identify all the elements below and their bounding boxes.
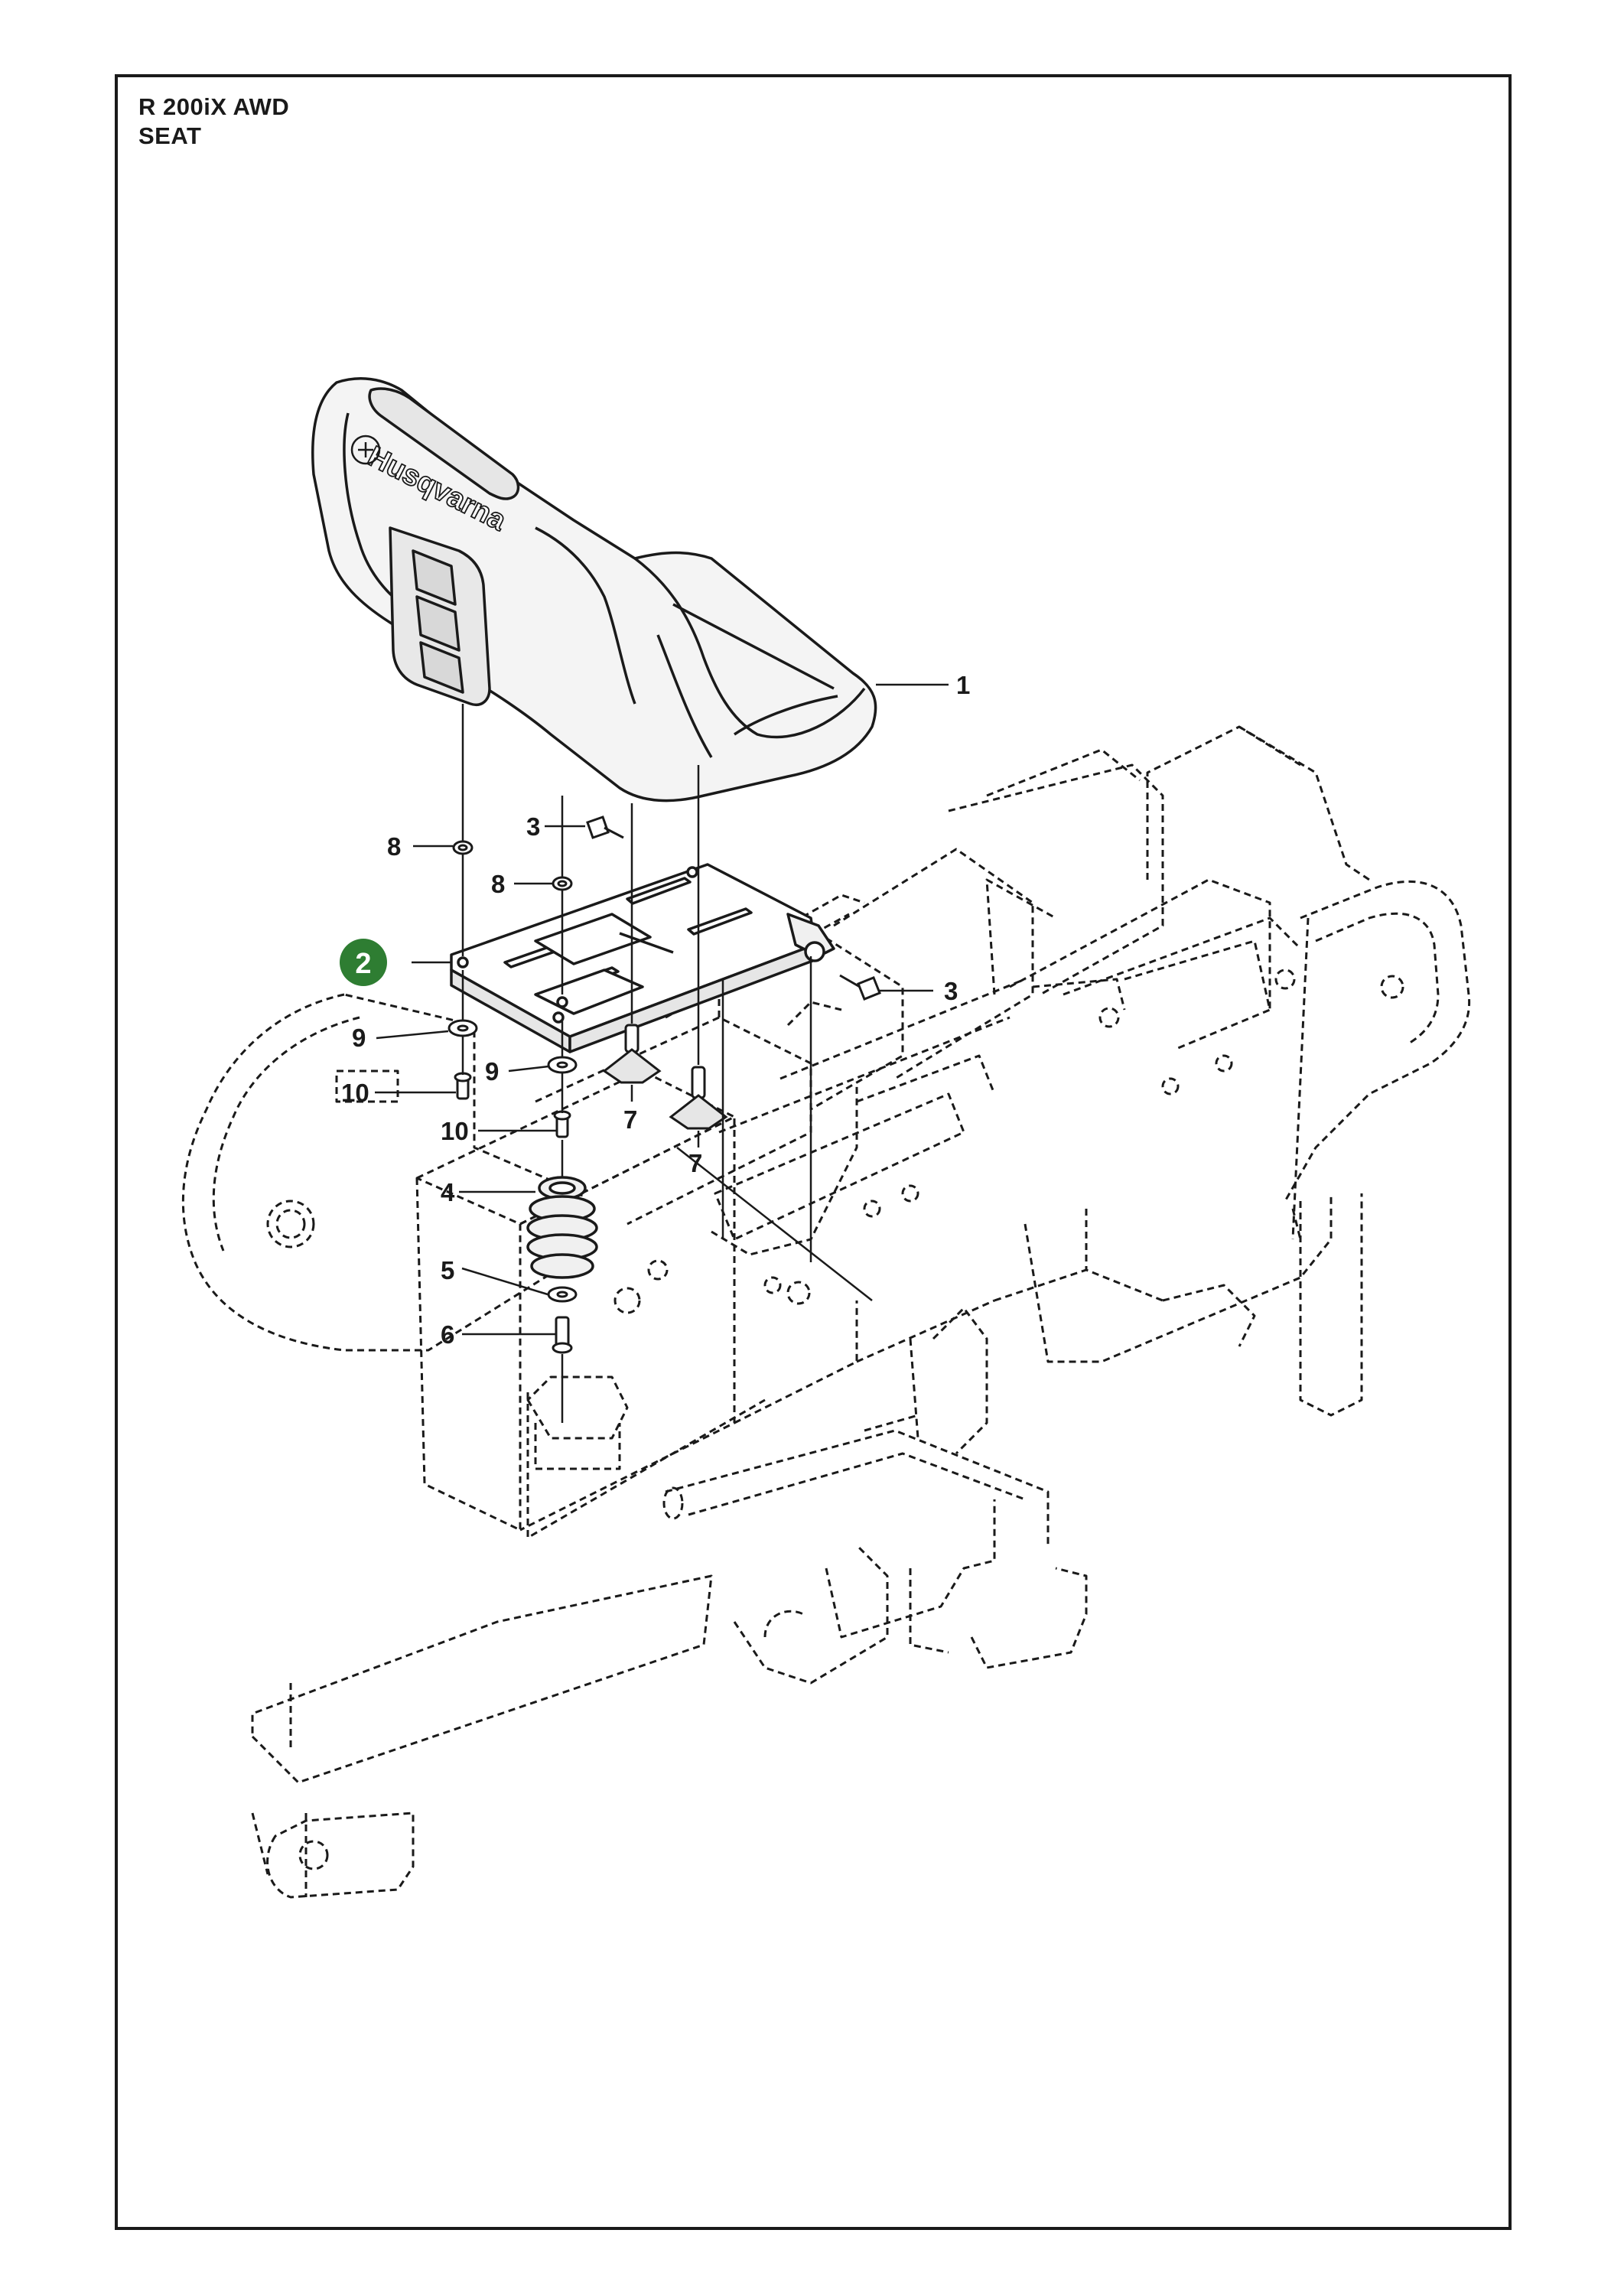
callout-8-left: 8 (387, 832, 401, 861)
drawing-frame (115, 74, 1512, 2230)
callout-7-right: 7 (688, 1149, 702, 1177)
section-title: SEAT (138, 122, 202, 149)
screw-part-10-left (454, 1072, 472, 1100)
callout-8-center: 8 (491, 870, 505, 898)
seat-brand-emblem-icon (350, 435, 381, 465)
screw-part-10-center (553, 1110, 571, 1138)
callout-6: 6 (441, 1320, 454, 1349)
spring-part-4 (526, 1176, 598, 1279)
bolt-part-3-upper (586, 815, 624, 839)
callout-2: 2 (355, 948, 371, 980)
callout-1: 1 (956, 671, 970, 699)
seat-part-1 (311, 377, 877, 802)
callout-9-left: 9 (352, 1024, 366, 1052)
callout-10-center: 10 (441, 1117, 469, 1145)
rubber-mount-part-7-right (669, 1066, 728, 1130)
callout-3-upper: 3 (526, 812, 540, 841)
title-block: R 200iX AWD SEAT (138, 93, 289, 151)
bolt-part-6 (552, 1316, 573, 1354)
callout-3-right: 3 (944, 977, 958, 1005)
callout-7-left: 7 (623, 1105, 637, 1134)
callout-5: 5 (441, 1256, 454, 1284)
washer-part-5 (547, 1286, 578, 1303)
callout-9-center: 9 (485, 1057, 499, 1086)
model-title: R 200iX AWD (138, 93, 290, 120)
nut-part-8-center (552, 876, 573, 891)
chassis-frame (181, 725, 1471, 1899)
rubber-mount-part-7-left (602, 1024, 662, 1084)
bolt-part-3-right (839, 974, 881, 1001)
callout-2-highlight: 2 (340, 939, 387, 986)
callout-10-left: 10 (341, 1079, 369, 1107)
washer-part-9-left (447, 1019, 478, 1037)
assembly-lines (375, 683, 949, 1423)
nut-part-8-left (452, 840, 474, 855)
washer-part-9-center (547, 1056, 578, 1074)
seat-plate-part-2 (450, 863, 835, 1053)
callout-4: 4 (441, 1178, 455, 1206)
